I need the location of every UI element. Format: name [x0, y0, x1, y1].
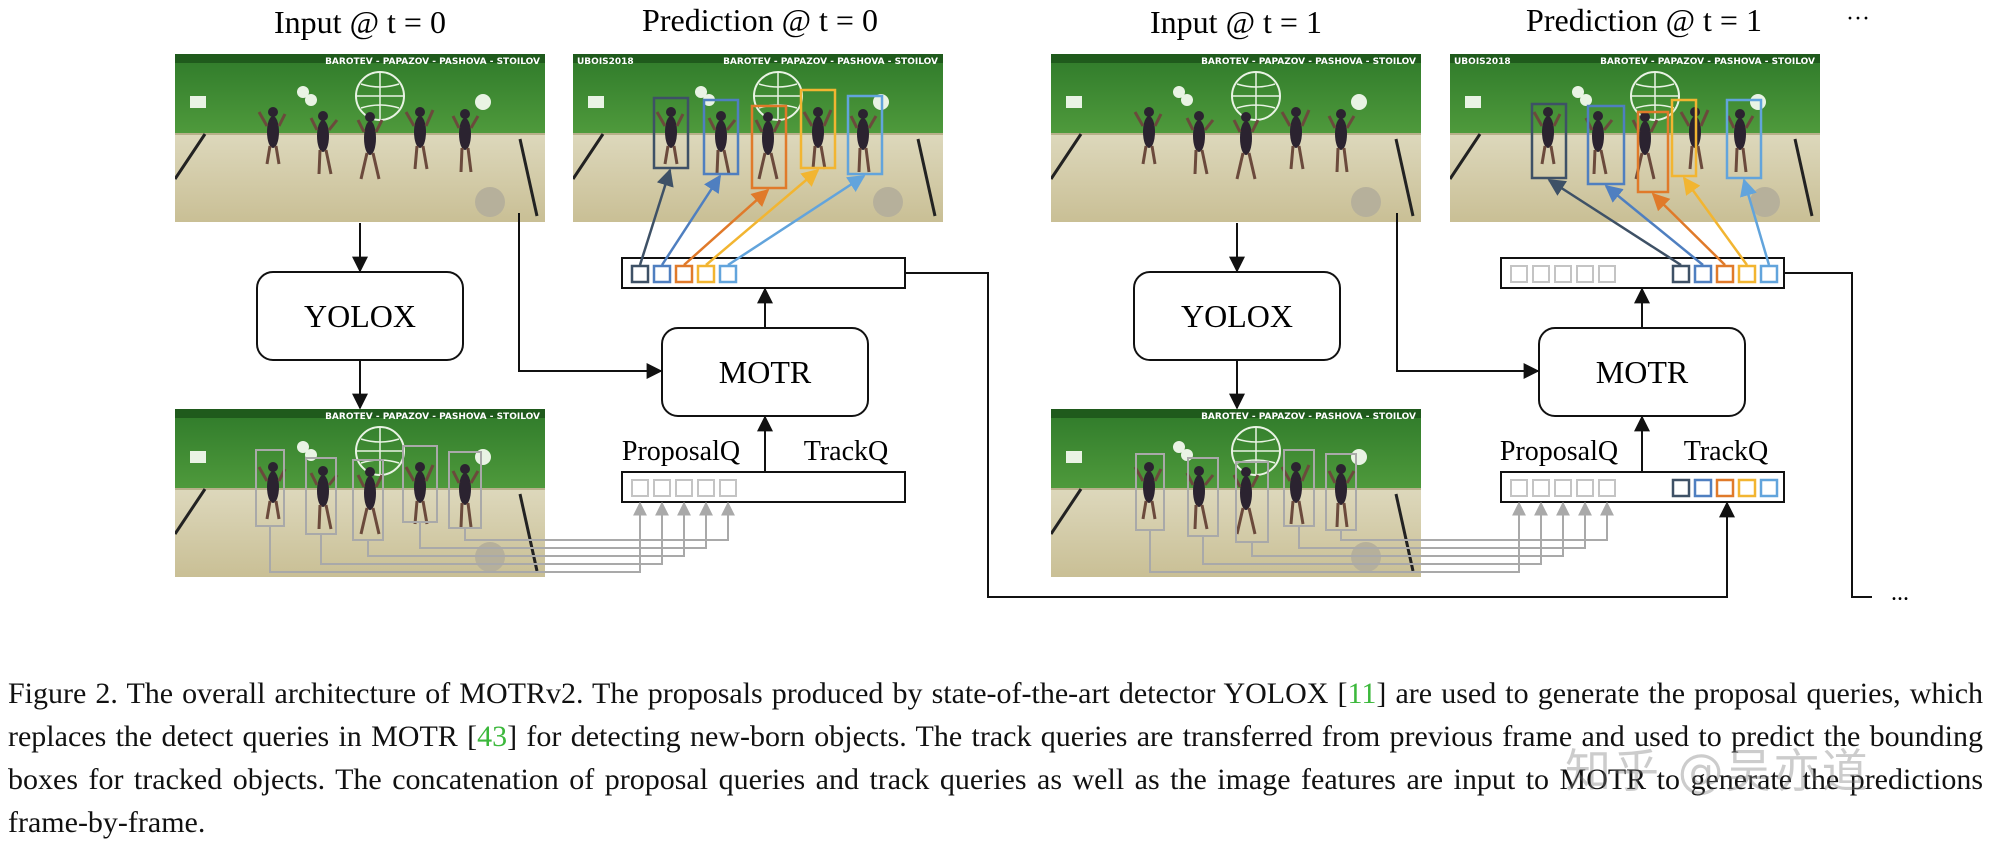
svg-text:YOLOX: YOLOX — [1181, 298, 1293, 334]
flow-arrows — [352, 213, 1872, 598]
image-input-t0: BAROTEV - PAPAZOV - PASHOVA - STOILOV — [175, 54, 545, 222]
ellipsis-bottom: ... — [1891, 580, 1909, 606]
image-pred-t1: BAROTEV - PAPAZOV - PASHOVA - STOILOV UB… — [1450, 54, 1820, 222]
header-pred-t1: Prediction @ t = 1 — [1526, 2, 1762, 38]
motr-box-t1: MOTR — [1538, 327, 1746, 417]
watermark: 知乎 @吴亦道 — [1565, 744, 1870, 798]
proposal-box — [1283, 449, 1315, 527]
svg-text:MOTR: MOTR — [1596, 354, 1689, 390]
svg-text:BAROTEV - PAPAZOV - PASHOVA -: BAROTEV - PAPAZOV - PASHOVA - STOILOV — [325, 57, 540, 67]
motr-box-t0: MOTR — [661, 327, 869, 417]
figure-caption: Figure 2. The overall architecture of MO… — [8, 677, 1984, 839]
yolox-box-t1: YOLOX — [1133, 271, 1341, 361]
pred-box-3 — [750, 104, 788, 190]
pred-box-1 — [652, 96, 690, 170]
header-input-t1: Input @ t = 1 — [1150, 4, 1322, 40]
proposalq-label: ProposalQ — [1500, 436, 1618, 467]
trackq-label: TrackQ — [1684, 436, 1769, 467]
pred-box-5 — [1725, 98, 1763, 180]
proposal-box — [402, 445, 438, 523]
svg-text:BAROTEV - PAPAZOV - PASHOVA -: BAROTEV - PAPAZOV - PASHOVA - STOILOV — [325, 412, 540, 422]
svg-text:UBOIS2018: UBOIS2018 — [1454, 57, 1511, 67]
output-queries-t1 — [1500, 257, 1785, 289]
proposal-box — [1325, 453, 1357, 531]
svg-text:BAROTEV - PAPAZOV - PASHOVA -: BAROTEV - PAPAZOV - PASHOVA - STOILOV — [1201, 412, 1416, 422]
pred-box-3 — [1636, 110, 1670, 194]
svg-text:BAROTEV - PAPAZOV - PASHOVA -: BAROTEV - PAPAZOV - PASHOVA - STOILOV — [1600, 57, 1815, 67]
svg-text:MOTR: MOTR — [719, 354, 812, 390]
proposal-box — [352, 459, 384, 541]
track-arrows-t0 — [638, 168, 866, 267]
proposal-box — [305, 457, 337, 535]
trackq-label: TrackQ — [804, 436, 889, 467]
pred-box-4 — [799, 88, 837, 170]
proposal-box — [255, 449, 285, 527]
proposal-box — [448, 451, 482, 529]
architecture-diagram: Input @ t = 0 Prediction @ t = 0 Input @… — [175, 2, 1909, 606]
input-queries-t0: ProposalQ TrackQ — [621, 436, 906, 503]
input-queries-t1: ProposalQ TrackQ — [1500, 436, 1785, 503]
pred-box-4 — [1670, 98, 1698, 178]
header-pred-t0: Prediction @ t = 0 — [642, 2, 878, 38]
pred-box-2 — [702, 98, 740, 176]
proposalq-label: ProposalQ — [622, 436, 740, 467]
header-input-t0: Input @ t = 0 — [274, 4, 446, 40]
image-input-t1: BAROTEV - PAPAZOV - PASHOVA - STOILOV — [1051, 54, 1421, 222]
svg-text:YOLOX: YOLOX — [304, 298, 416, 334]
proposal-arrows-t0 — [269, 501, 735, 573]
proposal-box — [1187, 457, 1219, 537]
svg-text:UBOIS2018: UBOIS2018 — [577, 57, 634, 67]
image-proposals-t1: BAROTEV - PAPAZOV - PASHOVA - STOILOV — [1051, 409, 1421, 577]
ellipsis-top: ··· — [1846, 6, 1870, 32]
proposal-box — [1235, 461, 1269, 543]
citation-link[interactable]: 11 — [1347, 677, 1377, 710]
svg-text:BAROTEV - PAPAZOV - PASHOVA -: BAROTEV - PAPAZOV - PASHOVA - STOILOV — [723, 57, 938, 67]
proposal-box — [1135, 453, 1165, 531]
pred-box-5 — [846, 94, 884, 176]
track-arrows-t1 — [1547, 176, 1771, 267]
caption-label: Figure 2. — [8, 677, 118, 710]
yolox-box-t0: YOLOX — [256, 271, 464, 361]
citation-link[interactable]: 43 — [477, 720, 508, 753]
image-pred-t0: BAROTEV - PAPAZOV - PASHOVA - STOILOV UB… — [573, 54, 943, 222]
output-queries-t0 — [621, 257, 906, 289]
proposal-arrows-t1 — [1149, 501, 1614, 573]
pred-box-1 — [1530, 102, 1568, 180]
image-proposals-t0: BAROTEV - PAPAZOV - PASHOVA - STOILOV — [175, 409, 545, 577]
svg-text:BAROTEV - PAPAZOV - PASHOVA -: BAROTEV - PAPAZOV - PASHOVA - STOILOV — [1201, 57, 1416, 67]
pred-box-2 — [1586, 104, 1626, 186]
